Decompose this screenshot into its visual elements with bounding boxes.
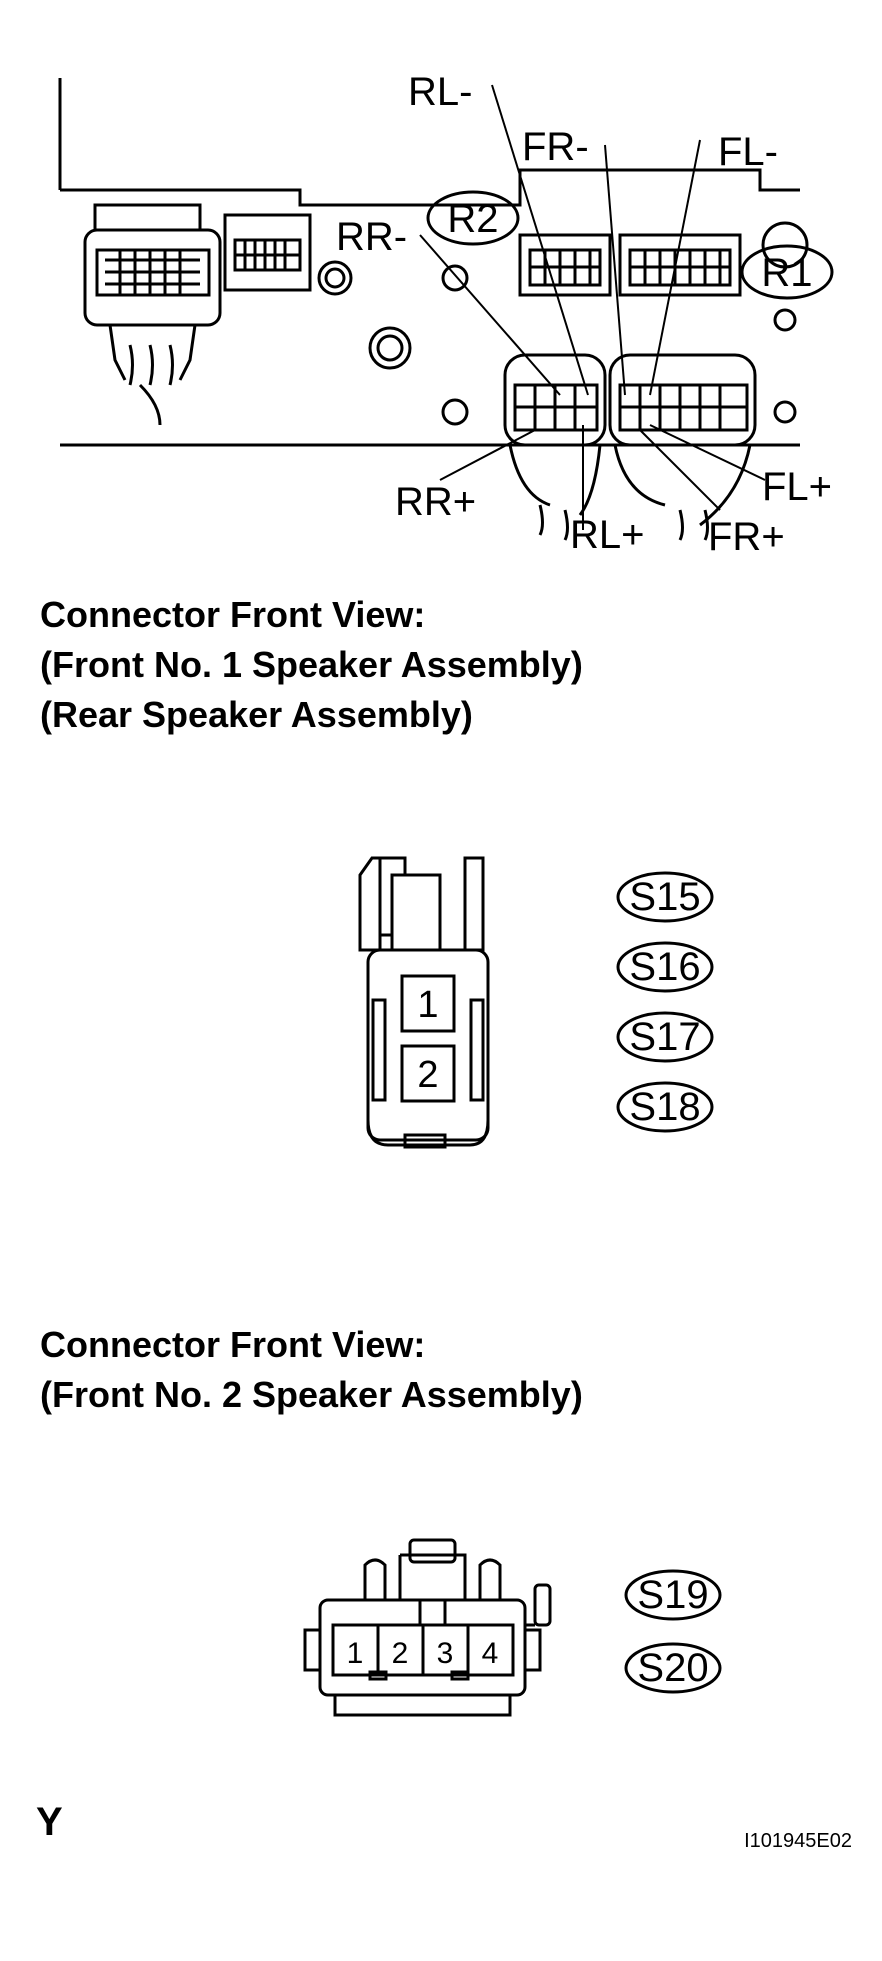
label-fl-minus: FL-	[718, 130, 778, 174]
left-harness-connector	[83, 203, 222, 426]
mount-hole	[773, 400, 797, 424]
label-rl-plus: RL+	[570, 513, 645, 557]
pin-1: 1	[417, 984, 438, 1026]
figure-id: I101945E02	[744, 1830, 852, 1852]
label-rr-plus: RR+	[395, 480, 476, 524]
pin-2: 2	[392, 1637, 409, 1670]
connector-code-s19-text: S19	[637, 1573, 708, 1617]
two-pin-connector	[358, 856, 490, 1149]
connector-code-r2-text: R2	[447, 197, 498, 241]
section2-heading: Connector Front View: (Front No. 2 Speak…	[40, 1320, 583, 1420]
connector-code-r2	[426, 190, 520, 246]
connector-code-s16	[616, 941, 714, 993]
mount-hole-inner	[376, 334, 404, 362]
connector-code-s20	[624, 1642, 722, 1694]
pin-1: 1	[347, 1637, 364, 1670]
mount-hole	[761, 221, 809, 269]
section-letter: Y	[36, 1800, 63, 1844]
receiver-panel	[58, 78, 809, 541]
section1-heading-line1: Connector Front View:	[40, 594, 426, 635]
mount-hole	[773, 308, 797, 332]
speaker-harness-connectors	[503, 353, 757, 541]
label-fl-plus: FL+	[762, 465, 832, 509]
pin-3: 3	[437, 1637, 454, 1670]
mount-hole	[441, 398, 469, 426]
connector-code-s15-text: S15	[629, 875, 700, 919]
left-header	[223, 213, 312, 292]
connector-code-s18	[616, 1081, 714, 1133]
connector-code-s16-text: S16	[629, 945, 700, 989]
connector-code-s17	[616, 1011, 714, 1063]
label-rl-minus: RL-	[408, 70, 472, 114]
section1-heading: Connector Front View: (Front No. 1 Speak…	[40, 590, 583, 740]
section2-connector-codes	[624, 1569, 722, 1694]
mount-hole	[317, 260, 353, 296]
upper-headers	[518, 233, 742, 297]
mount-hole-inner	[324, 267, 346, 289]
mount-hole	[441, 264, 469, 292]
pin-2: 2	[417, 1054, 438, 1096]
leader-lines	[419, 84, 766, 530]
section2-heading-line1: Connector Front View:	[40, 1324, 426, 1365]
connector-code-s15	[616, 871, 714, 923]
connector-code-r1	[740, 244, 834, 300]
four-pin-connector	[303, 1538, 552, 1717]
connector-code-r1-text: R1	[761, 251, 812, 295]
connector-code-s20-text: S20	[637, 1646, 708, 1690]
section1-heading-line2: (Front No. 1 Speaker Assembly)	[40, 644, 583, 685]
connector-code-s17-text: S17	[629, 1015, 700, 1059]
section1-connector-codes	[616, 871, 714, 1133]
label-fr-minus: FR-	[522, 125, 589, 169]
label-fr-plus: FR+	[708, 515, 785, 559]
connector-code-s18-text: S18	[629, 1085, 700, 1129]
section2-heading-line2: (Front No. 2 Speaker Assembly)	[40, 1374, 583, 1415]
pin-4: 4	[482, 1637, 499, 1670]
section1-heading-line3: (Rear Speaker Assembly)	[40, 694, 473, 735]
label-rr-minus: RR-	[336, 215, 407, 259]
mount-hole	[368, 326, 412, 370]
connector-code-s19	[624, 1569, 722, 1621]
